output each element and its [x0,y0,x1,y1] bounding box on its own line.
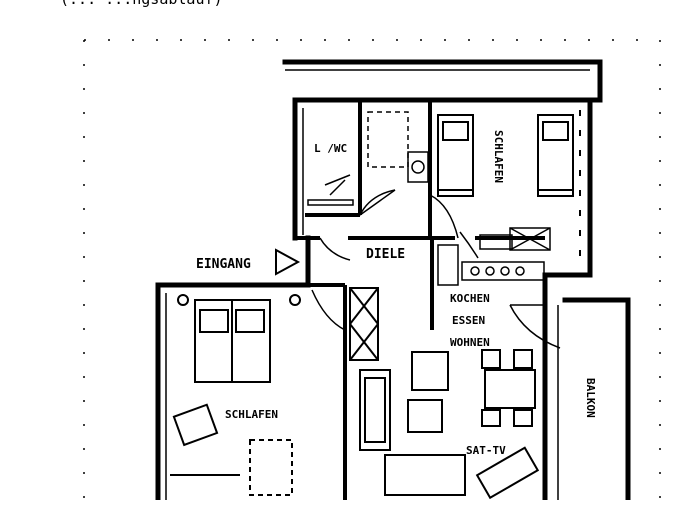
header-cropped-text: (... ...ngsablauf) [60,0,223,8]
label-schlafen-top: SCHLAFEN [492,130,505,183]
dotted-frame [83,39,661,500]
label-wc: L /WC [314,142,347,155]
label-sat-tv: SAT-TV [466,444,506,457]
entrance-arrow-icon [275,248,301,276]
outer-walls [155,59,631,503]
left-bedroom-furniture [170,294,301,496]
living-furniture [359,349,540,500]
door-swings [311,189,561,349]
label-balkon: BALKON [584,378,597,418]
kitchen-counters [437,227,551,286]
wall-double-lines [165,69,590,500]
label-diele: DIELE [366,247,405,262]
label-essen: ESSEN [452,314,485,327]
label-wohnen: WOHNEN [450,336,490,349]
wc-fixtures [307,111,429,206]
label-schlafen-left: SCHLAFEN [225,408,278,421]
interior-walls [295,100,545,500]
top-bedroom-beds [437,114,574,197]
label-kochen: KOCHEN [450,292,490,305]
entrance-cabinet [349,287,379,361]
label-eingang: EINGANG [196,257,251,272]
